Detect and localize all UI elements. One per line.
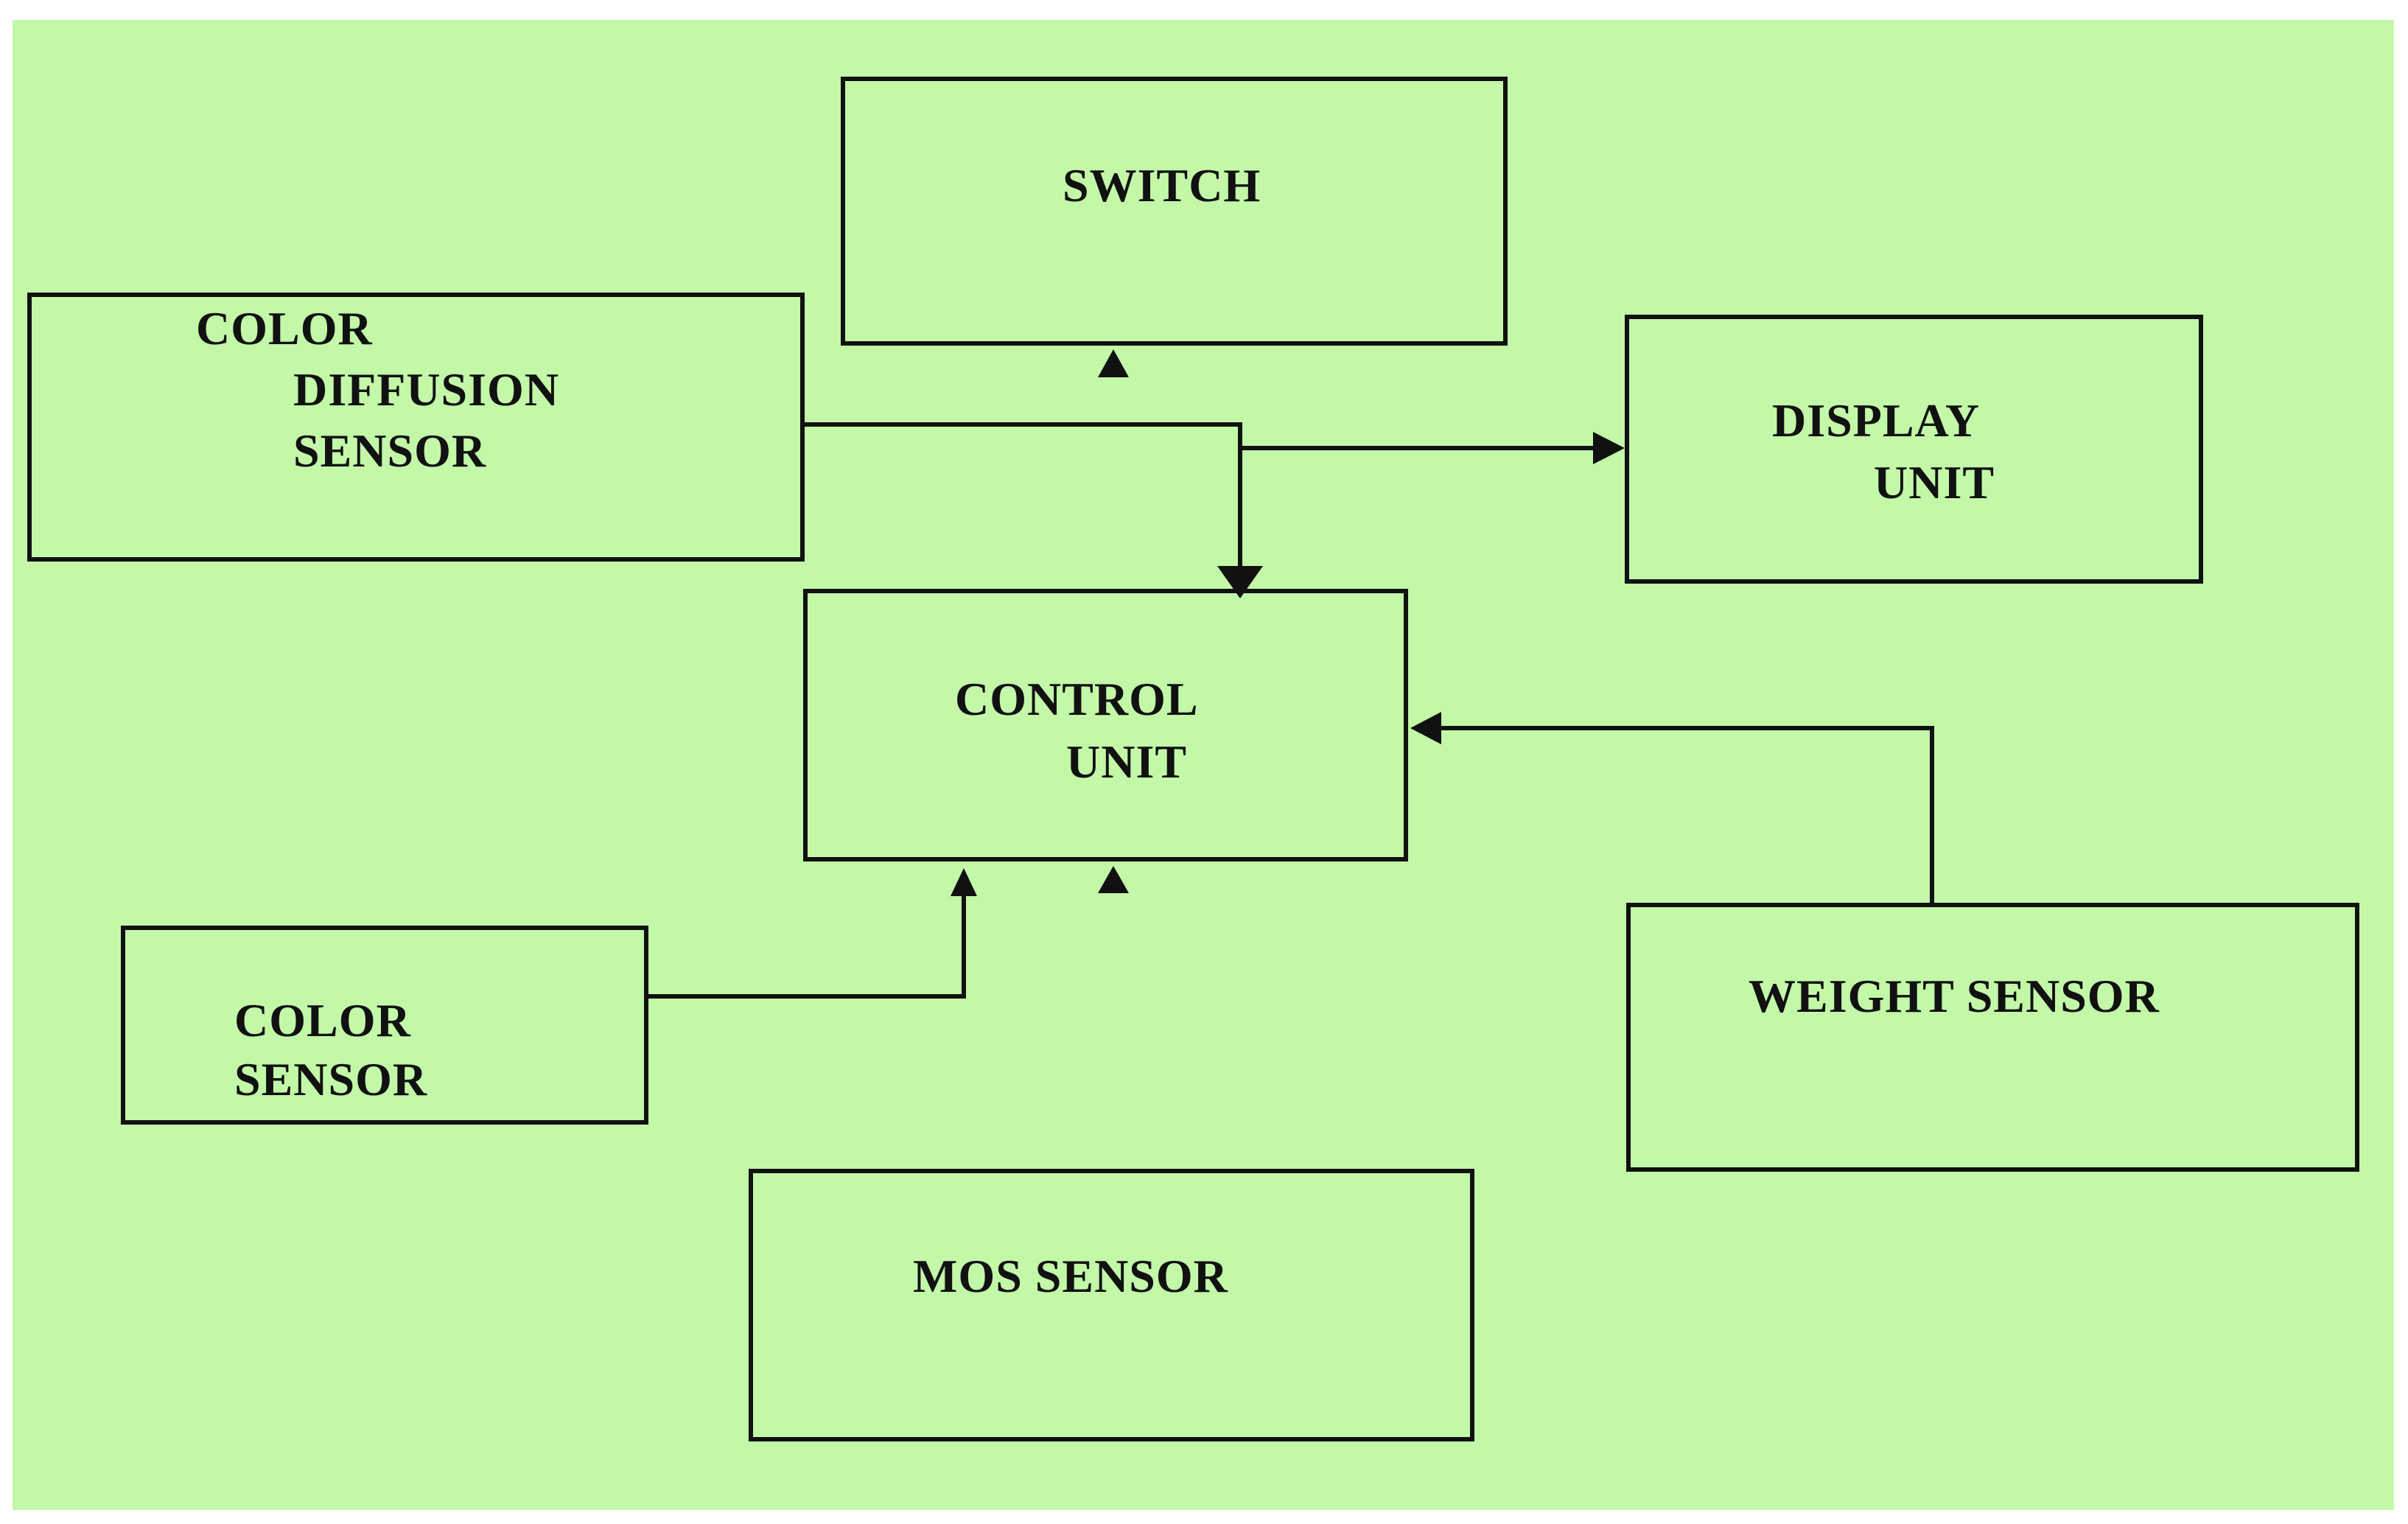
switch-label: SWITCH [1063, 159, 1261, 212]
connector-color-sensor-to-control [648, 892, 966, 999]
color-diffusion-sensor-label-line2: DIFFUSION [293, 363, 560, 416]
arrowhead-right-display [1593, 432, 1625, 464]
weight-sensor-block [1626, 903, 2359, 1172]
diagram-background [13, 20, 2394, 1510]
mos-sensor-label: MOS SENSOR [913, 1250, 1228, 1302]
arrowhead-left-control-from-weight [1410, 712, 1441, 744]
control-unit-block [803, 589, 1408, 861]
color-diffusion-sensor-block [27, 293, 805, 562]
display-unit-block [1625, 315, 2203, 584]
color-sensor-block [121, 926, 648, 1125]
color-diffusion-sensor-label-line3: SENSOR [293, 424, 487, 477]
color-sensor-label-line1: COLOR [234, 994, 411, 1046]
arrowhead-up-under-control [1098, 866, 1129, 893]
color-diffusion-sensor-label-line1: COLOR [196, 302, 373, 354]
connector-weight-sensor-to-control [1437, 726, 1934, 903]
display-unit-label-line2: UNIT [1874, 456, 1995, 508]
control-unit-label-line1: CONTROL [955, 673, 1199, 725]
control-unit-label-line2: UNIT [1066, 735, 1188, 788]
weight-sensor-label: WEIGHT SENSOR [1749, 970, 2160, 1022]
mos-sensor-block [749, 1169, 1474, 1441]
arrowhead-up-under-switch [1098, 349, 1129, 377]
connector-diffusion-to-control [805, 422, 1242, 575]
switch-block [841, 77, 1508, 346]
display-unit-label-line1: DISPLAY [1772, 394, 1981, 447]
arrowhead-down-control [1217, 566, 1263, 598]
arrowhead-up-control-from-color-sensor [951, 868, 977, 896]
color-sensor-label-line2: SENSOR [234, 1053, 428, 1105]
